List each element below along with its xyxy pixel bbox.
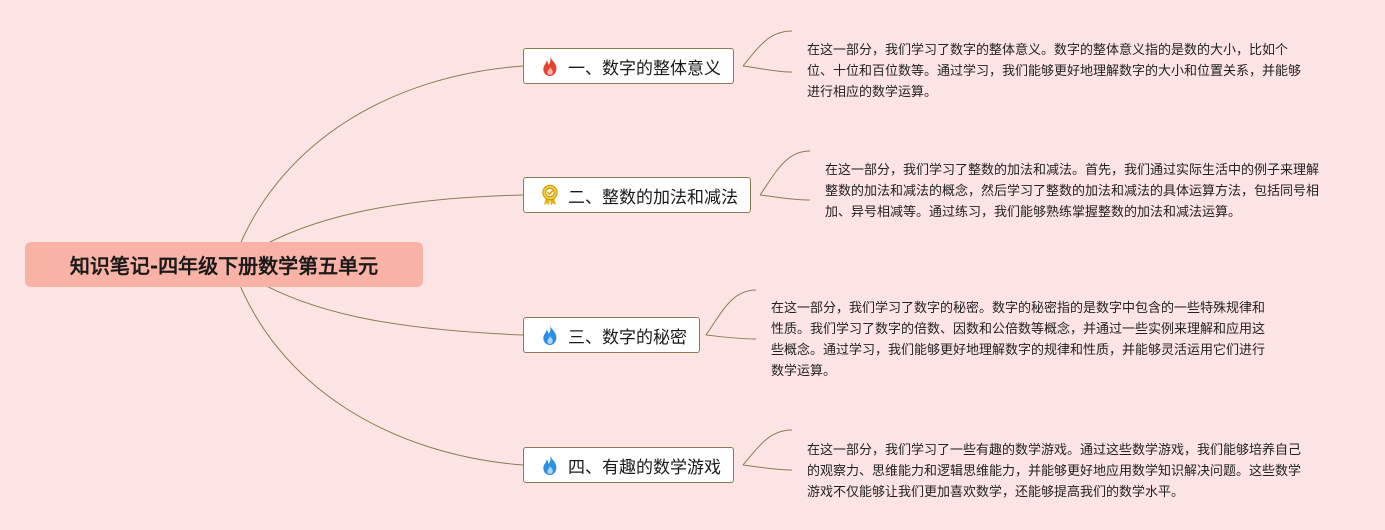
connector-topic-2-note <box>759 150 811 201</box>
topic-4[interactable]: 四、有趣的数学游戏 <box>523 447 734 483</box>
fire-blue-icon <box>538 323 562 347</box>
fire-red-icon <box>538 54 562 78</box>
topic-2-label: 二、整数的加法和减法 <box>568 187 738 208</box>
root-title: 知识笔记-四年级下册数学第五单元 <box>69 254 379 278</box>
connector-topic-3-note <box>705 289 757 340</box>
connector-topic-1-note <box>742 30 793 73</box>
topic-3-label: 三、数字的秘密 <box>568 327 687 348</box>
topic-1[interactable]: 一、数字的整体意义 <box>523 48 734 84</box>
root-topic[interactable]: 知识笔记-四年级下册数学第五单元 <box>25 242 423 287</box>
topic-4-label: 四、有趣的数学游戏 <box>568 457 721 478</box>
topic-2-note[interactable]: 在这一部分，我们学习了整数的加法和减法。首先，我们通过实际生活中的例子来理解整数… <box>825 163 1320 220</box>
topic-4-note[interactable]: 在这一部分，我们学习了一些有趣的数学游戏。通过这些数学游戏，我们能够培养自己的观… <box>807 443 1302 500</box>
connector-root-topic-1 <box>231 65 524 266</box>
topic-3-note[interactable]: 在这一部分，我们学习了数字的秘密。数字的秘密指的是数字中包含的一些特殊规律和性质… <box>771 301 1266 379</box>
connector-root-topic-4 <box>231 264 524 466</box>
topic-3[interactable]: 三、数字的秘密 <box>523 317 700 353</box>
fire-blue-icon <box>538 453 562 477</box>
award-badge-icon <box>538 183 562 207</box>
topic-1-label: 一、数字的整体意义 <box>568 58 721 79</box>
connector-topic-4-note <box>742 429 793 471</box>
topic-1-note[interactable]: 在这一部分，我们学习了数字的整体意义。数字的整体意义指的是数的大小，比如个位、十… <box>807 43 1302 100</box>
topic-2[interactable]: 二、整数的加法和减法 <box>523 177 751 213</box>
